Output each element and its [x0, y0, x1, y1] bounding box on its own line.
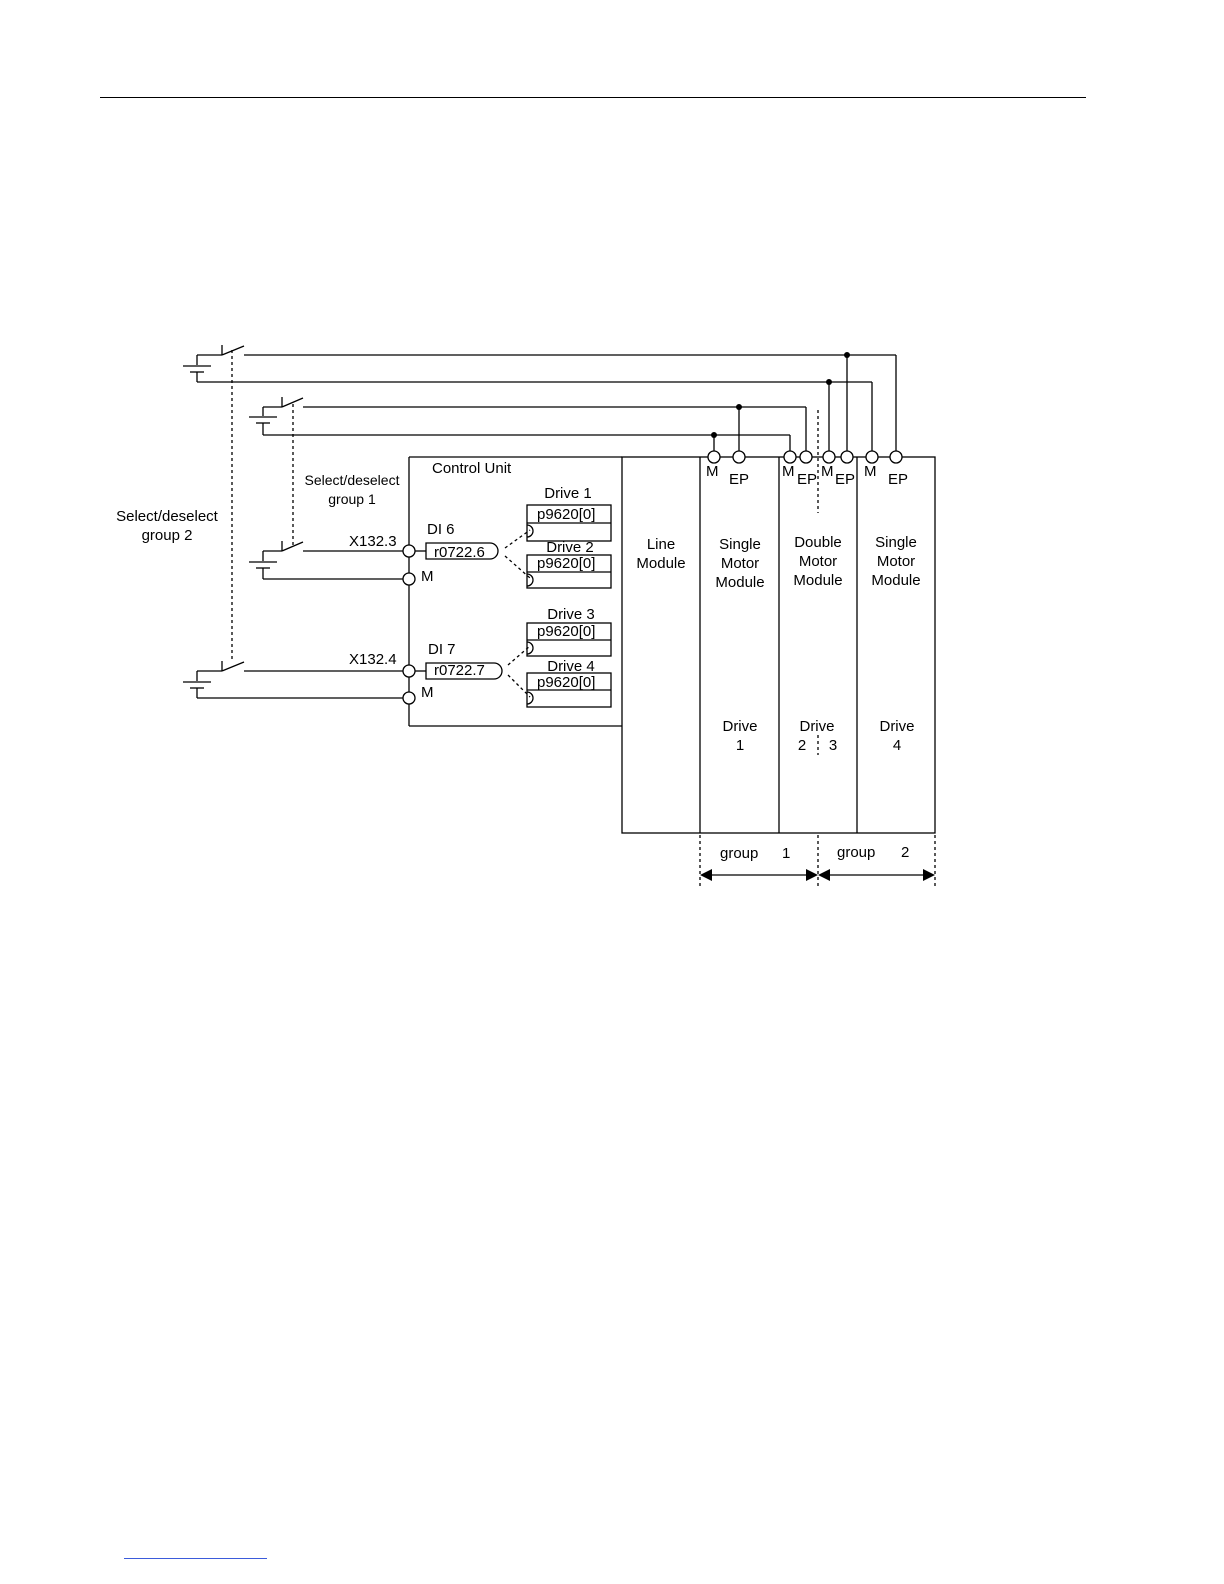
module-3-drive-word: Drive [879, 718, 914, 735]
terminal-ep-2b [840, 450, 854, 464]
select-group1-line2: group 1 [328, 491, 376, 507]
switch-labels: Select/deselect group 1 Select/deselect … [116, 472, 399, 544]
control-unit-box: Control Unit [408, 456, 622, 727]
terminal-ep-2a [799, 450, 813, 464]
di6-label: DI 6 [427, 521, 455, 538]
group2-word: group [837, 844, 875, 861]
label-ep-1: EP [729, 471, 749, 488]
module-1-line1: Single [719, 536, 761, 553]
cu-drive-4: Drive 4 p9620[0] [526, 658, 612, 708]
terminal-m-1 [707, 450, 721, 464]
header-rule [100, 97, 1086, 98]
module-rack [621, 410, 936, 834]
di7-label: DI 7 [428, 641, 456, 658]
cu-drive-2-name: Drive 2 [546, 539, 594, 556]
module-2-line3: Module [793, 572, 842, 589]
label-ep-2b: EP [835, 471, 855, 488]
label-m-1: M [706, 463, 719, 480]
label-m-2a: M [782, 463, 795, 480]
terminal-m-2b [822, 450, 836, 464]
di7-block: DI 7 r0722.7 [415, 641, 531, 698]
line-module: Line Module [636, 536, 685, 572]
module-2-line1: Double [794, 534, 842, 551]
select-group2-line2: group 2 [142, 527, 193, 544]
terminal-m-x132-4 [402, 691, 416, 705]
switch-group2-top [183, 345, 245, 382]
cu-drive-3: Drive 3 p9620[0] [526, 606, 612, 657]
cu-drive-1-param: p9620[0] [537, 506, 595, 523]
module-1-line3: Module [715, 574, 764, 591]
module-3-line2: Motor [877, 553, 915, 570]
di6-block: DI 6 r0722.6 [415, 521, 531, 579]
m-label-2: M [421, 684, 434, 701]
m-label-1: M [421, 568, 434, 585]
module-1-drive-num: 1 [736, 737, 744, 754]
x132-3-label: X132.3 [349, 533, 397, 550]
di6-param: r0722.6 [434, 544, 485, 561]
cu-drive-1: Drive 1 p9620[0] [526, 485, 612, 542]
module-3-line1: Single [875, 534, 917, 551]
terminal-x132-4 [402, 664, 416, 678]
single-motor-module-1: Single Motor Module Drive 1 [715, 536, 764, 754]
cu-drive-3-param: p9620[0] [537, 623, 595, 640]
module-2-line2: Motor [799, 553, 837, 570]
select-group2-line1: Select/deselect [116, 508, 219, 525]
di7-param: r0722.7 [434, 662, 485, 679]
group1-num: 1 [782, 845, 790, 862]
cu-drive-3-name: Drive 3 [547, 606, 595, 623]
switch-group1-input [249, 541, 403, 580]
single-motor-module-2: Single Motor Module Drive 4 [871, 534, 920, 754]
switch-group2-input [183, 661, 403, 699]
line-module-label-1: Line [647, 536, 675, 553]
terminal-m-3 [865, 450, 879, 464]
module-3-line3: Module [871, 572, 920, 589]
module-2-drive-b: 3 [829, 737, 837, 754]
footer-rule [124, 1558, 267, 1559]
cu-drive-2: Drive 2 p9620[0] [526, 539, 612, 589]
x132-4-label: X132.4 [349, 651, 397, 668]
module-1-line2: Motor [721, 555, 759, 572]
label-m-2b: M [821, 463, 834, 480]
group-brackets: group 1 group 2 [699, 835, 936, 888]
module-3-drive-num: 4 [893, 737, 901, 754]
line-module-label-2: Module [636, 555, 685, 572]
terminal-ep-3 [889, 450, 903, 464]
module-1-drive-word: Drive [722, 718, 757, 735]
double-motor-module: Double Motor Module Drive 2 3 [793, 534, 842, 754]
terminal-m-2a [783, 450, 797, 464]
cu-drive-4-name: Drive 4 [547, 658, 595, 675]
terminal-m-x132-3 [402, 572, 416, 586]
module-2-drive-word: Drive [799, 718, 834, 735]
label-ep-2a: EP [797, 471, 817, 488]
group1-word: group [720, 845, 758, 862]
select-group1-line1: Select/deselect [305, 472, 400, 488]
terminal-x132-3 [402, 544, 416, 558]
group2-num: 2 [901, 844, 909, 861]
group2-wiring [197, 352, 897, 451]
label-ep-3: EP [888, 471, 908, 488]
module-2-drive-a: 2 [798, 737, 806, 754]
terminal-ep-1 [732, 450, 746, 464]
cu-drive-1-name: Drive 1 [544, 485, 592, 502]
cu-terminals: X132.3 M X132.4 M [349, 533, 434, 705]
control-unit-title: Control Unit [432, 460, 512, 477]
group1-wiring [263, 404, 807, 451]
switch-group1-top [249, 397, 304, 435]
cu-drive-2-param: p9620[0] [537, 555, 595, 572]
cu-drive-4-param: p9620[0] [537, 674, 595, 691]
module-terminals: M EP M EP M EP M EP [706, 450, 908, 488]
label-m-3: M [864, 463, 877, 480]
